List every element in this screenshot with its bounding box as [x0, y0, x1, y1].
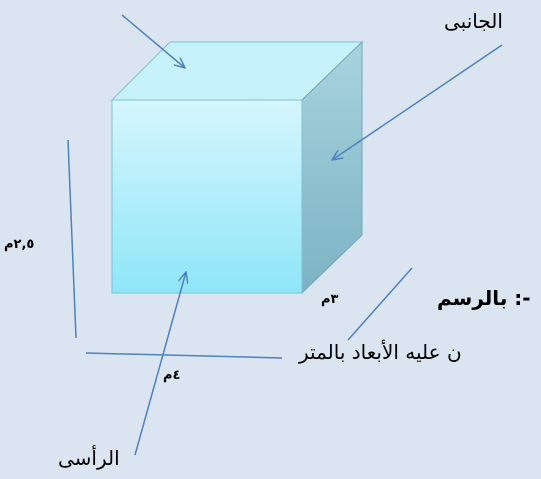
cube-front-face	[111, 99, 303, 294]
height-dimension-label: ٢,٥م	[4, 237, 35, 252]
width-dimension-line	[85, 352, 283, 359]
height-dimension-line	[67, 139, 77, 339]
width-dimension-label: ٤م	[163, 368, 181, 383]
side-face-label: الجانبى	[444, 9, 503, 33]
front-face-label: الرأسى	[58, 446, 120, 470]
arrow-to-top-face	[121, 14, 185, 68]
arrow-to-front-face	[134, 272, 186, 456]
dimensions-text: ن عليه الأبعاد بالمتر	[299, 340, 462, 364]
arrow-to-side-face	[332, 44, 503, 160]
depth-dimension-line	[347, 267, 413, 341]
depth-dimension-label: ٣م	[321, 292, 339, 307]
drawing-text: بالرسم :-	[437, 286, 531, 310]
